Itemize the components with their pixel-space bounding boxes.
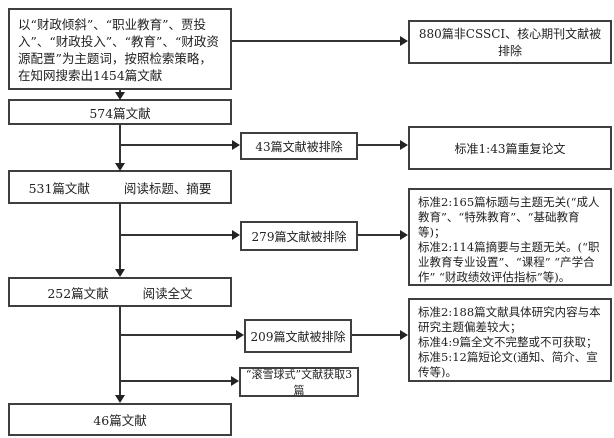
criterion-duplicates-box: 标准1:43篇重复论文 [408, 126, 612, 170]
arrow-down-252-to-46-icon [115, 307, 125, 403]
records-46-box: 46篇文献 [8, 403, 232, 436]
records-531-action: 阅读标题、摘要 [123, 180, 212, 196]
excluded-43-box: 43篇文献被排除 [240, 132, 358, 160]
criteria-title-abstract-line: 标准2:114篇摘要与主题无关。(“职业教育专业设置”、“课程” “产学合作” … [418, 240, 600, 284]
criteria-fulltext-box: 标准2:188篇文献具体研究内容与本研究主题偏差较大； 标准4:9篇全文不完整或… [408, 298, 612, 382]
arrow-right-excluded-279-to-criteria-icon [358, 230, 408, 240]
criteria-fulltext-line: 标准4:9篇全文不完整或不可获取； [418, 335, 598, 349]
criteria-fulltext-line: 标准2:188篇文献具体研究内容与本研究主题偏差较大； [418, 305, 601, 334]
excluded-279-box: 279篇文献被排除 [240, 221, 358, 251]
records-531-box: 531篇文献 阅读标题、摘要 [8, 170, 232, 204]
arrow-right-spine-to-excluded-209-icon [120, 330, 244, 340]
records-531-count: 531篇文献 [28, 180, 90, 196]
excluded-209-box: 209篇文献被排除 [244, 319, 352, 353]
arrow-right-spine-to-snowball-icon [120, 376, 239, 386]
arrow-right-excluded-209-to-criteria-icon [352, 330, 408, 340]
criteria-title-abstract-line: 标准2:165篇标题与主题无关(“成人教育”、“特殊教育”、“基础教育等)； [418, 195, 600, 239]
records-574-box: 574篇文献 [8, 99, 232, 125]
records-252-count: 252篇文献 [47, 285, 109, 301]
arrow-down-search-to-574-icon [115, 90, 125, 100]
criteria-fulltext-line: 标准5:12篇短论文(通知、简介、宣传等)。 [418, 350, 598, 379]
search-strategy-box: 以“财政倾斜”、“职业教育”、贾投入”、“财政投入”、“教育”、“财政资源配置”… [8, 8, 232, 90]
arrow-right-spine-to-excluded-279-icon [120, 230, 240, 240]
criteria-title-abstract-box: 标准2:165篇标题与主题无关(“成人教育”、“特殊教育”、“基础教育等)； 标… [408, 188, 612, 286]
records-252-action: 阅读全文 [142, 285, 193, 301]
excluded-non-cssci-box: 880篇非CSSCI、核心期刊文献被排除 [408, 20, 612, 64]
arrow-right-spine-to-excluded-43-icon [120, 140, 240, 150]
arrow-right-excluded-43-to-criterion-1-icon [358, 140, 408, 150]
arrow-down-531-to-252-icon [115, 203, 125, 277]
records-252-box: 252篇文献 阅读全文 [8, 277, 232, 307]
arrow-right-search-to-non-cssci-icon [232, 36, 408, 46]
snowball-box: “滚雪球式”文献获取3篇 [239, 367, 359, 397]
